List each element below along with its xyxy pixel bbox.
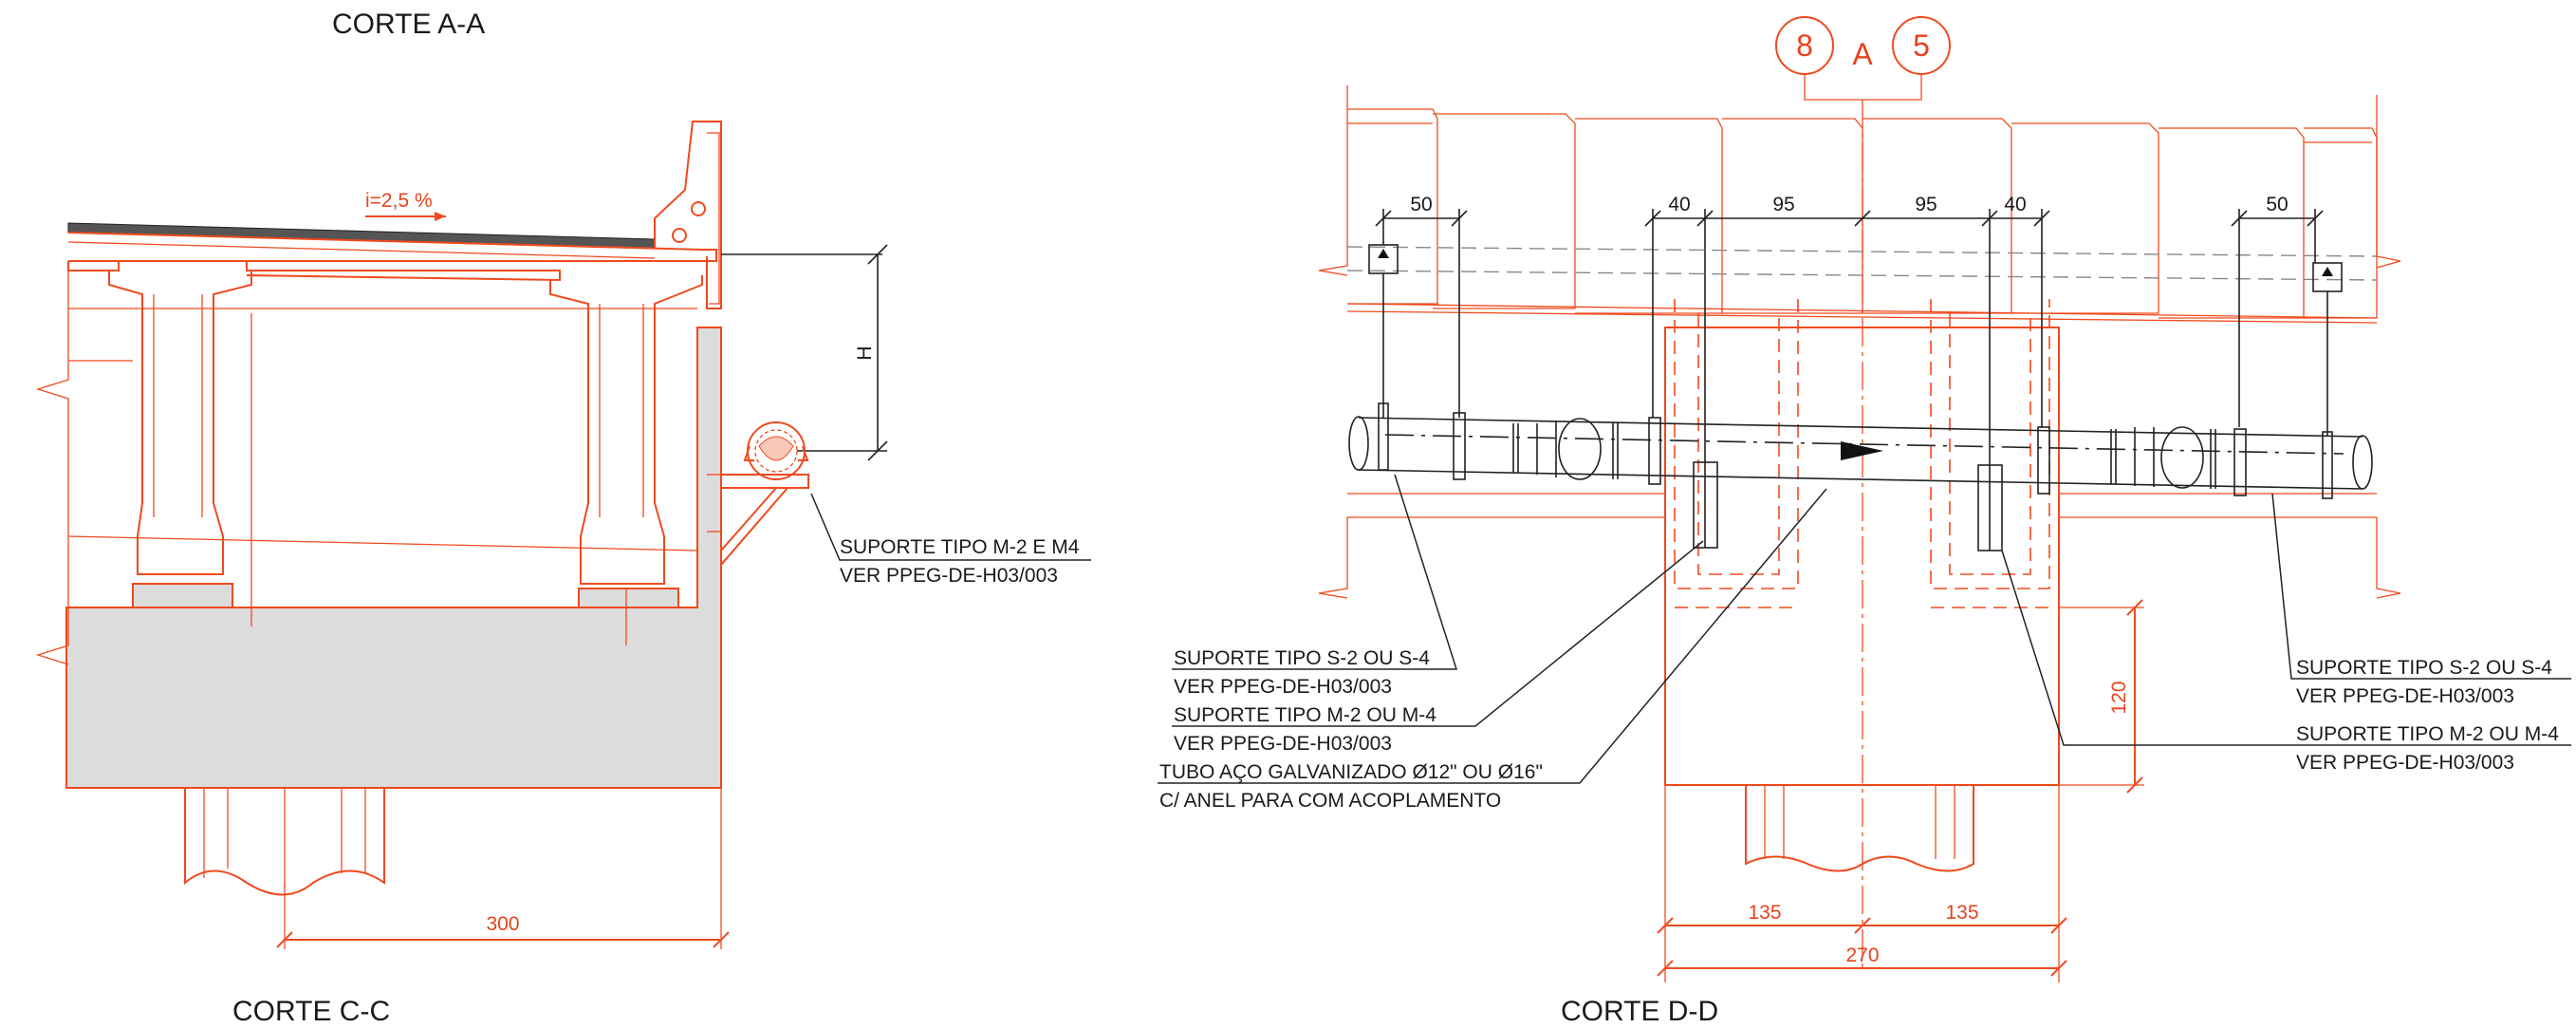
axis-label-5: 5 bbox=[1913, 28, 1930, 63]
parapet bbox=[654, 121, 722, 309]
piles-right bbox=[1745, 785, 1974, 872]
pipe-support-bracket bbox=[707, 421, 809, 566]
dim-300-label: 300 bbox=[486, 913, 519, 935]
note-m2-right-line1: SUPORTE TIPO M-2 OU M-4 bbox=[2296, 723, 2559, 745]
roof-slab bbox=[67, 232, 717, 262]
note-tubo-line2: C/ ANEL PARA COM ACOPLAMENTO bbox=[1159, 790, 1501, 812]
note-left-line1: SUPORTE TIPO M-2 E M4 bbox=[840, 536, 1080, 558]
axis-label-a: A bbox=[1852, 37, 1873, 71]
dim-top-95-left: 95 bbox=[1772, 194, 1794, 215]
dim-top-50-left: 50 bbox=[1410, 194, 1432, 215]
note-tubo-line1: TUBO AÇO GALVANIZADO Ø12" OU Ø16" bbox=[1159, 761, 1543, 783]
note-m2-left-line2: VER PPEG-DE-H03/003 bbox=[1174, 733, 1392, 755]
title-corte-cc: CORTE C-C bbox=[232, 996, 390, 1027]
note-left-line2: VER PPEG-DE-H03/003 bbox=[840, 565, 1058, 587]
t-beam-left bbox=[108, 271, 252, 575]
dim-top-40-left: 40 bbox=[1668, 194, 1690, 215]
beam-base-left bbox=[132, 583, 233, 608]
note-s2-left-line2: VER PPEG-DE-H03/003 bbox=[1174, 676, 1392, 698]
t-beam-right bbox=[549, 275, 703, 585]
note-m2-right-line2: VER PPEG-DE-H03/003 bbox=[2296, 752, 2514, 774]
note-s2-right-line1: SUPORTE TIPO S-2 OU S-4 bbox=[2296, 657, 2552, 679]
pipe-run bbox=[1348, 416, 2373, 490]
note-s2-right-line2: VER PPEG-DE-H03/003 bbox=[2296, 685, 2514, 707]
concrete-block bbox=[65, 327, 722, 789]
dim-top-40-right: 40 bbox=[2004, 194, 2026, 215]
parapet-hole-1 bbox=[691, 201, 706, 216]
dim-top-95-right: 95 bbox=[1915, 194, 1937, 215]
axis-label-8: 8 bbox=[1796, 28, 1813, 63]
dim-270-label: 270 bbox=[1845, 944, 1879, 966]
hangers bbox=[1368, 244, 2343, 551]
parapet-hole-2 bbox=[672, 228, 687, 243]
dim-135-left: 135 bbox=[1748, 902, 1781, 924]
section-dd-view: 8 A 5 bbox=[1158, 16, 2571, 982]
dim-top-50-right: 50 bbox=[2266, 194, 2288, 215]
title-corte-dd: CORTE D-D bbox=[1561, 996, 1718, 1027]
slope-label: i=2,5 % bbox=[365, 190, 433, 212]
beam-base-right bbox=[578, 588, 679, 608]
section-cc-view: 300 i=2,5 % H SUPORTE TIPO M-2 E M4 VER … bbox=[35, 121, 1091, 949]
note-s2-left-line1: SUPORTE TIPO S-2 OU S-4 bbox=[1174, 647, 1430, 669]
note-m2-left-line1: SUPORTE TIPO M-2 OU M-4 bbox=[1174, 704, 1436, 726]
dim-135-right: 135 bbox=[1945, 902, 1978, 924]
dim-h-label: H bbox=[854, 346, 876, 360]
roof-tiles bbox=[1318, 85, 2401, 324]
piles-left bbox=[184, 788, 385, 896]
dim-120-label: 120 bbox=[2108, 681, 2130, 714]
pile-cap bbox=[1664, 327, 2060, 786]
title-corte-aa: CORTE A-A bbox=[332, 9, 485, 40]
